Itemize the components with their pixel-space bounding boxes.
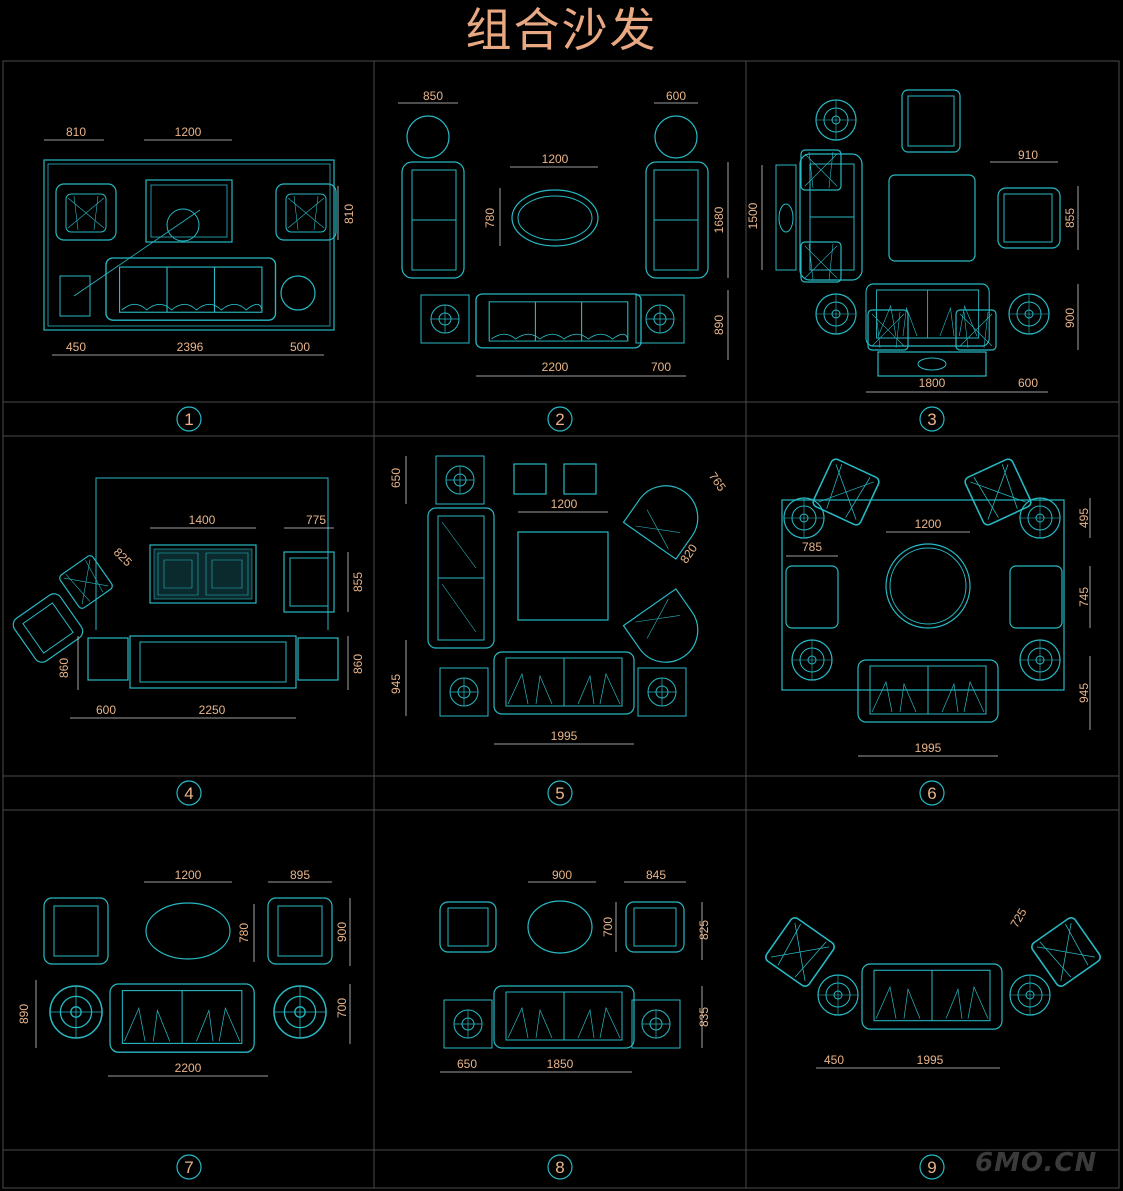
dimension-label: 1400 — [189, 513, 216, 527]
dimension-label: 810 — [66, 125, 86, 139]
dimension-label: 835 — [697, 1007, 711, 1027]
dimension-label: 1200 — [175, 125, 202, 139]
dimension-label: 845 — [646, 868, 666, 882]
dimension-label: 700 — [335, 998, 349, 1018]
grid — [2, 60, 1120, 1189]
panel-number: 6 — [927, 784, 936, 803]
dimension-label: 860 — [57, 658, 71, 678]
dimension-label: 780 — [237, 923, 251, 943]
dimension-label: 785 — [802, 540, 822, 554]
dimension-label: 1800 — [919, 376, 946, 390]
dimension-label: 1500 — [746, 202, 760, 229]
panel-5-furniture — [427, 455, 699, 717]
dimension-label: 1850 — [547, 1057, 574, 1071]
dimension-label: 945 — [389, 674, 403, 694]
dimension-label: 895 — [290, 868, 310, 882]
dimension-label: 650 — [457, 1057, 477, 1071]
dimension-label: 745 — [1077, 587, 1091, 607]
dimension-label: 855 — [1063, 208, 1077, 228]
dimension-label: 600 — [96, 703, 116, 717]
dimension-label: 810 — [342, 204, 356, 224]
dimension-label: 820 — [677, 541, 700, 566]
dimension-label: 775 — [306, 513, 326, 527]
dimension-label: 1680 — [712, 206, 726, 233]
dimension-label: 600 — [666, 89, 686, 103]
dimension-label: 2396 — [177, 340, 204, 354]
dimension-label: 825 — [697, 920, 711, 940]
panel-4-furniture — [12, 477, 339, 689]
dimension-label: 1200 — [551, 497, 578, 511]
dimension-label: 500 — [290, 340, 310, 354]
panel-number: 2 — [555, 410, 564, 429]
dimension-label: 850 — [423, 89, 443, 103]
dimension-label: 860 — [351, 654, 365, 674]
panel-3-furniture — [775, 89, 1061, 377]
panel-number: 4 — [184, 784, 193, 803]
panel-8-furniture — [439, 900, 685, 1049]
dimension-label: 910 — [1018, 148, 1038, 162]
dimension-label: 700 — [651, 360, 671, 374]
panel-number: 7 — [184, 1158, 193, 1177]
panel-number: 3 — [927, 410, 936, 429]
dimension-label: 1200 — [175, 868, 202, 882]
dimension-label: 1200 — [915, 517, 942, 531]
dimension-label: 725 — [1007, 906, 1029, 931]
panel-1-furniture — [43, 159, 337, 331]
dimension-lines — [35, 102, 1091, 1077]
dimension-label: 1200 — [542, 152, 569, 166]
dimension-label: 1995 — [915, 741, 942, 755]
dimension-label: 900 — [1063, 308, 1077, 328]
dimension-label: 890 — [712, 315, 726, 335]
panel-7-furniture — [43, 897, 333, 1053]
dimension-label: 2200 — [542, 360, 569, 374]
dimension-label: 900 — [335, 922, 349, 942]
dimension-label: 450 — [824, 1053, 844, 1067]
dimension-label: 855 — [351, 572, 365, 592]
dimension-label: 700 — [601, 917, 615, 937]
panel-9-furniture — [763, 915, 1103, 1030]
panel-2-furniture — [401, 115, 709, 349]
panel-number-circles — [176, 406, 945, 1180]
panel-number: 5 — [555, 784, 564, 803]
panel-number: 1 — [184, 410, 193, 429]
dimension-label: 450 — [66, 340, 86, 354]
panel-6-furniture — [781, 456, 1065, 723]
dimension-label: 825 — [111, 545, 135, 569]
page-title: 组合沙发 — [465, 3, 658, 57]
dimension-label: 765 — [706, 469, 729, 494]
watermark: 6MO.CN — [975, 1148, 1098, 1178]
dimension-label: 945 — [1077, 683, 1091, 703]
panel-number: 9 — [927, 1158, 936, 1177]
dimension-label: 2200 — [175, 1061, 202, 1075]
dimension-label: 495 — [1077, 508, 1091, 528]
dimension-label: 2250 — [199, 703, 226, 717]
dimension-label: 650 — [389, 468, 403, 488]
dimension-label: 600 — [1018, 376, 1038, 390]
panel-number: 8 — [555, 1158, 564, 1177]
dimension-label: 1995 — [917, 1053, 944, 1067]
dimension-label: 780 — [483, 208, 497, 228]
dimension-label: 890 — [17, 1004, 31, 1024]
dimension-label: 900 — [552, 868, 572, 882]
dimension-label: 1995 — [551, 729, 578, 743]
